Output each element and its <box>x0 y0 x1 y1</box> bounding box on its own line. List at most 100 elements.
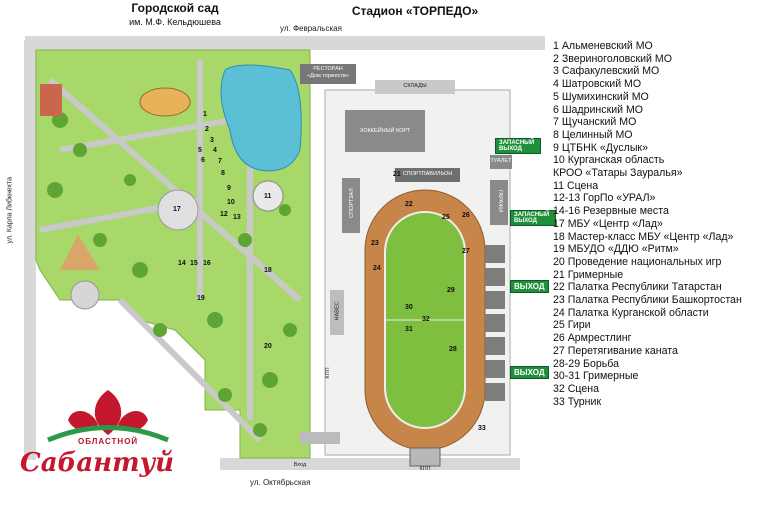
stage-11-shape <box>252 180 284 212</box>
legend-item: 21 Гримерные <box>553 268 624 281</box>
street-karla-libknekhta: ул. Карла Либкнехта <box>6 177 14 244</box>
exit-2: ВЫХОД <box>510 366 549 379</box>
map-number-4: 4 <box>213 147 217 154</box>
restaurant-label-line2: «Дом торжеств» <box>307 73 349 79</box>
legend-item: 9 ЦТБНК «Дуслык» <box>553 141 648 154</box>
round-area-shape <box>70 280 100 310</box>
map-number-13: 13 <box>233 214 241 221</box>
restaurant-building <box>300 64 356 84</box>
sportpavilion-label: СПОРТПАВИЛЬОН <box>402 171 453 177</box>
legend-item: 5 Шумихинский МО <box>553 90 649 103</box>
street-karla-libknekhta-road <box>24 40 36 460</box>
legend-item: 3 Сафакулевский МО <box>553 65 660 78</box>
map-number-10: 10 <box>227 199 235 206</box>
sportpavilion-building <box>395 168 460 182</box>
garages-building <box>490 180 508 225</box>
sportzal-label: СПОРТЗАЛ <box>349 188 355 218</box>
legend-item: 17 МБУ «Центр «Лад» <box>553 217 663 230</box>
park-building <box>40 84 62 116</box>
map-number-11: 11 <box>264 193 272 200</box>
map-number-27: 27 <box>462 248 470 255</box>
street-oktyabrskaya: ул. Октябрьская <box>250 478 311 487</box>
legend-item: 14-16 Резервные места <box>553 205 669 218</box>
map-number-28: 28 <box>449 346 457 353</box>
street-fevralskaya-road <box>25 36 545 50</box>
legend-item: 20 Проведение национальных игр <box>553 255 722 268</box>
legend-item: 26 Армрестлинг <box>553 332 632 345</box>
map-number-25: 25 <box>442 214 450 221</box>
legend-item: 28-29 Борьба <box>553 357 620 370</box>
entrance-box <box>300 432 340 444</box>
sabantuy-logo-ornament <box>47 390 169 443</box>
playground <box>60 235 100 270</box>
naves-label: НАВЕС <box>334 301 341 321</box>
logo-main-text: Сабантуй <box>20 448 175 478</box>
map-number-3: 3 <box>210 137 214 144</box>
naves-building <box>330 290 344 335</box>
garazhi-label: ГАРАЖИ <box>497 189 503 213</box>
warehouse-building <box>375 80 455 94</box>
logo-top-text: ОБЛАСТНОЙ <box>78 437 139 446</box>
restaurant-label-line1: РЕСТОРАН <box>313 66 343 72</box>
map-number-2: 2 <box>205 126 209 133</box>
map-number-9: 9 <box>227 185 231 192</box>
legend-item: 4 Шатровский МО <box>553 78 642 91</box>
legend-item: 32 Сцена <box>553 382 599 395</box>
map-number-8: 8 <box>221 170 225 177</box>
pond <box>220 64 302 172</box>
entrance-label: Вход <box>293 462 307 468</box>
legend-item: 6 Шадринский МО <box>553 103 644 116</box>
legend-item: 27 Перетягивание каната <box>553 344 678 357</box>
legend-item: 25 Гири <box>553 319 591 332</box>
map-number-1: 1 <box>203 111 207 118</box>
park-track <box>139 87 191 117</box>
legend-item: 30-31 Гримерные <box>553 370 639 383</box>
map-number-24: 24 <box>373 265 381 272</box>
legend-item: 1 Альменевский МО <box>553 40 653 52</box>
map-number-26: 26 <box>462 212 470 219</box>
map-number-20: 20 <box>264 343 272 350</box>
legend-item: 22 Палатка Республики Татарстан <box>553 281 722 294</box>
legend-item: 2 Звериноголовский МО <box>553 52 672 65</box>
sportzal-building <box>342 178 360 233</box>
kpp-gate <box>409 447 441 467</box>
map-number-5: 5 <box>198 147 202 154</box>
stadium-title: Стадион «ТОРПЕДО» <box>351 4 479 18</box>
map-number-17: 17 <box>173 206 181 213</box>
street-oktyabrskaya-road <box>220 458 520 470</box>
garden-title-line2: им. М.Ф. Кельдюшева <box>129 17 221 27</box>
legend-item: КРОО «Татары Зауралья» <box>553 167 683 180</box>
map-number-32: 32 <box>422 316 430 323</box>
map-number-29: 29 <box>447 287 455 294</box>
exit-1: ВЫХОД <box>510 280 549 293</box>
hockey-label: ХОККЕЙНЫЙ КОРТ <box>359 128 411 134</box>
legend-item: 19 МБУДО «ДДЮ «Ритм» <box>553 243 679 256</box>
map-number-30: 30 <box>405 304 413 311</box>
street-fevralskaya: ул. Февральская <box>280 24 342 33</box>
spare-exit-2: ЗАПАСНЫЙ ВЫХОД <box>510 210 556 226</box>
map-number-7: 7 <box>218 158 222 165</box>
legend-item: 23 Палатка Республики Башкортостан <box>553 294 742 307</box>
toilet-label: ТУАЛЕТ <box>490 158 512 164</box>
legend-item: 7 Щучанский МО <box>553 116 637 129</box>
map-number-6: 6 <box>201 157 205 164</box>
map-number-18: 18 <box>264 267 272 274</box>
trees <box>47 94 297 437</box>
hockey-court-building <box>345 110 425 152</box>
map-number-15: 15 <box>190 260 198 267</box>
map-number-31: 31 <box>405 326 413 333</box>
map-number-14: 14 <box>178 260 186 267</box>
legend-item: 18 Мастер-класс МБУ «Центр «Лад» <box>553 230 734 243</box>
legend-item: 24 Палатка Курганской области <box>553 306 709 319</box>
area-17-shape <box>157 189 199 231</box>
map-number-16: 16 <box>203 260 211 267</box>
toilet-building <box>490 155 512 169</box>
map-number-12: 12 <box>220 211 228 218</box>
garden-title: Городской сад им. М.Ф. Кельдюшева <box>100 2 250 29</box>
kpp-gate-label: КПП <box>419 466 431 472</box>
map-number-33: 33 <box>478 425 486 432</box>
map-number-21: 21 <box>393 171 401 178</box>
